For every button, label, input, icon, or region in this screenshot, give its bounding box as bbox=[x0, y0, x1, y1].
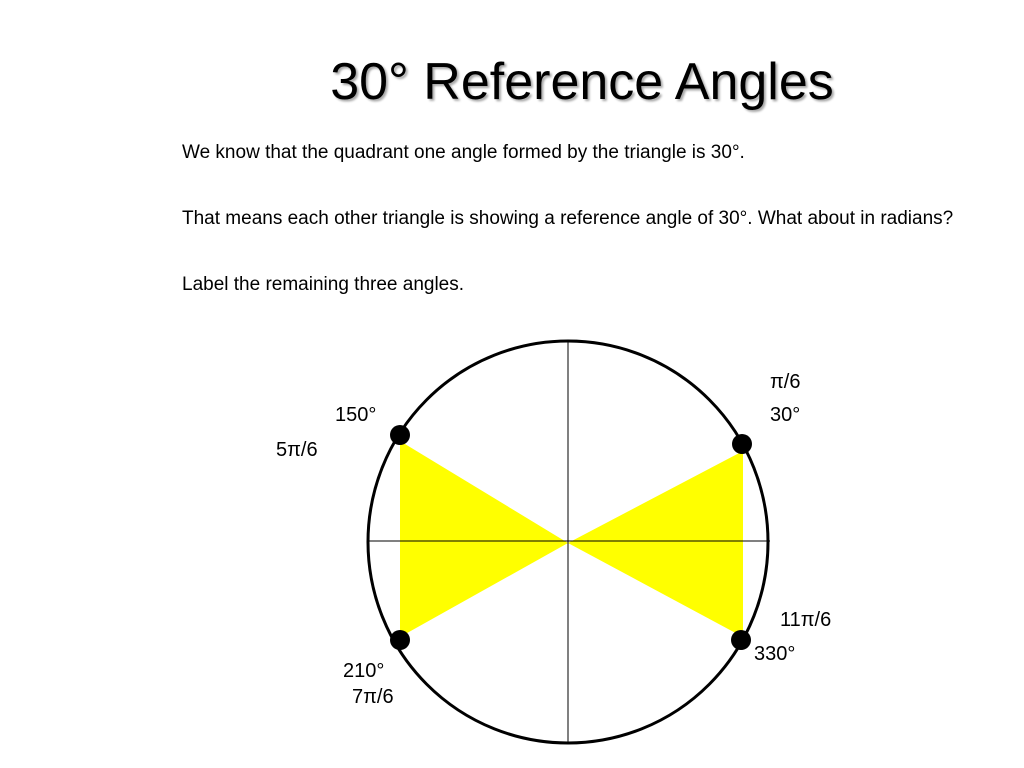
point-q2 bbox=[390, 425, 410, 445]
label-q2-radians: 5π/6 bbox=[276, 439, 318, 461]
triangle-q4 bbox=[568, 543, 743, 637]
point-q1 bbox=[732, 434, 752, 454]
slide-title: 30° Reference Angles bbox=[330, 53, 834, 111]
label-q4-radians: 11π/6 bbox=[780, 609, 831, 631]
triangle-q1 bbox=[568, 451, 743, 543]
label-q2-degrees: 150° bbox=[335, 404, 376, 426]
bullet-label-angles: Label the remaining three angles. bbox=[182, 274, 465, 295]
label-q4-degrees: 330° bbox=[754, 643, 795, 665]
point-q3 bbox=[390, 630, 410, 650]
bullet-reference-angle: That means each other triangle is showin… bbox=[182, 208, 954, 229]
bullet-quadrant-one: We know that the quadrant one angle form… bbox=[182, 142, 745, 163]
label-q3-degrees: 210° bbox=[343, 660, 384, 682]
triangle-q3 bbox=[400, 543, 568, 637]
bullet-list: We know that the quadrant one angle form… bbox=[182, 138, 982, 300]
label-q3-radians: 7π/6 bbox=[352, 686, 394, 708]
triangle-q2 bbox=[400, 441, 568, 543]
unit-circle bbox=[366, 339, 770, 745]
label-q1-degrees: 30° bbox=[770, 404, 800, 426]
point-q4 bbox=[731, 630, 751, 650]
label-q1-radians: π/6 bbox=[770, 371, 800, 393]
